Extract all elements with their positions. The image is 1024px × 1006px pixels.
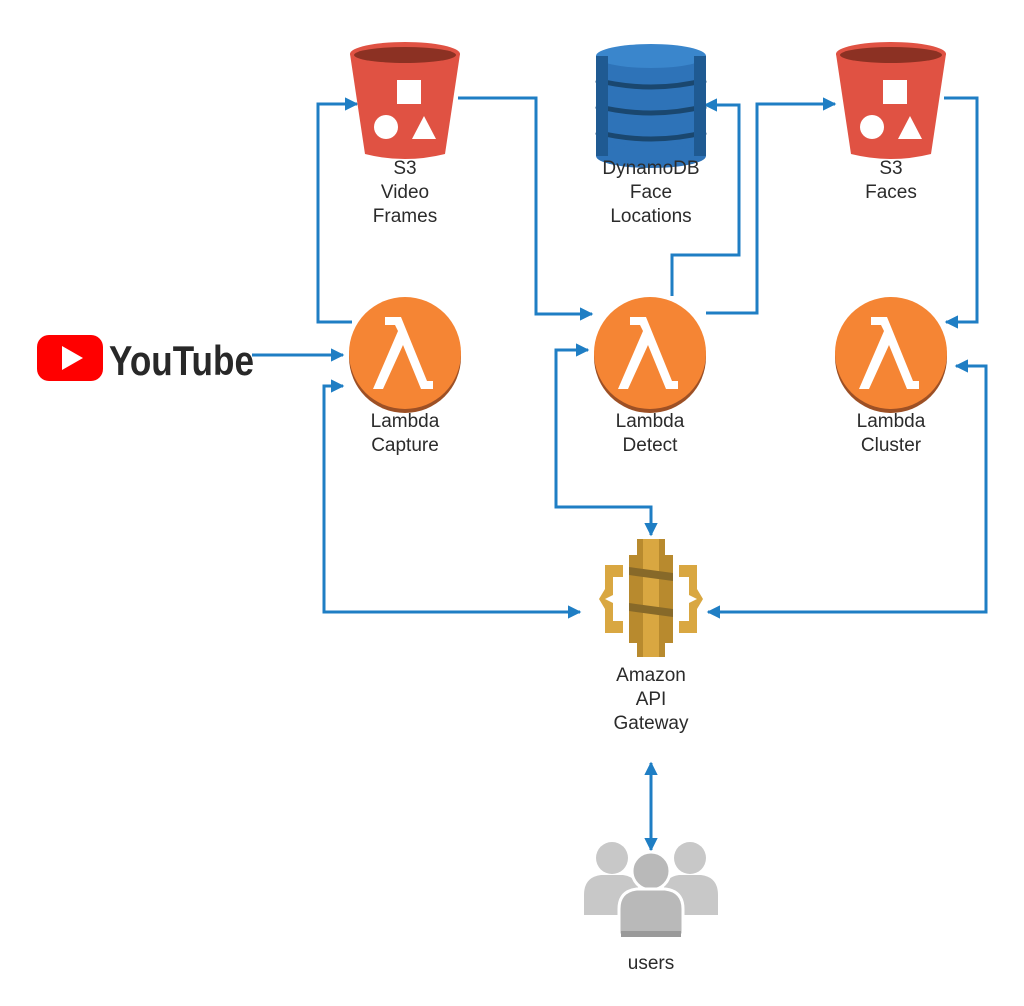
api-gateway-icon [599,539,703,657]
label-line: Locations [610,206,692,227]
label-line: Frames [372,206,438,227]
lambda-icon [594,297,706,413]
label-line: Amazon [616,665,686,686]
users-label: users [561,952,741,976]
dynamodb-face-locations-label: DynamoDB Face Locations [561,157,741,229]
connector-api-gateway-lambda-cluster [706,359,988,619]
lambda-icon [349,297,461,413]
s3-bucket-icon [350,42,460,159]
label-line: Lambda [615,411,685,432]
connector-s3-faces-to-lambda-cluster [944,96,979,329]
label-line: S3 [879,158,903,179]
s3-faces-label: S3 Faces [801,157,981,205]
api-gateway-label: Amazon API Gateway [561,664,741,736]
label-line: Face [629,182,673,203]
label-line: Gateway [613,713,689,734]
label-line: API [635,689,667,710]
s3-bucket-icon [836,42,946,159]
label-line: Video [380,182,430,203]
lambda-cluster-label: Lambda Cluster [801,410,981,458]
dynamodb-icon [595,44,707,168]
connector-lambda-capture-to-s3-frames [316,97,359,324]
s3-video-frames-label: S3 Video Frames [315,157,495,229]
label-line: Lambda [370,411,440,432]
connector-lambda-detect-to-s3-faces [706,97,837,315]
label-line: Capture [371,435,439,456]
youtube-logo-text: YouTube [109,337,254,384]
lambda-capture-label: Lambda Capture [315,410,495,458]
lambda-icon [835,297,947,413]
connectors [252,96,988,852]
youtube-logo: YouTube [37,335,254,384]
connector-api-gateway-lambda-detect [554,343,658,537]
label-line: users [627,953,675,974]
play-icon [62,346,83,370]
label-line: Faces [865,182,917,203]
label-line: Cluster [860,435,922,456]
connector-api-gateway-lambda-capture [322,379,582,619]
connector-lambda-detect-to-dynamodb [670,98,741,296]
label-line: Lambda [856,411,926,432]
users-icon [584,842,718,937]
lambda-detect-label: Lambda Detect [560,410,740,458]
label-line: Detect [622,435,678,456]
connector-s3-frames-to-lambda-detect [458,96,594,321]
label-line: DynamoDB [602,158,700,179]
label-line: S3 [393,158,417,179]
